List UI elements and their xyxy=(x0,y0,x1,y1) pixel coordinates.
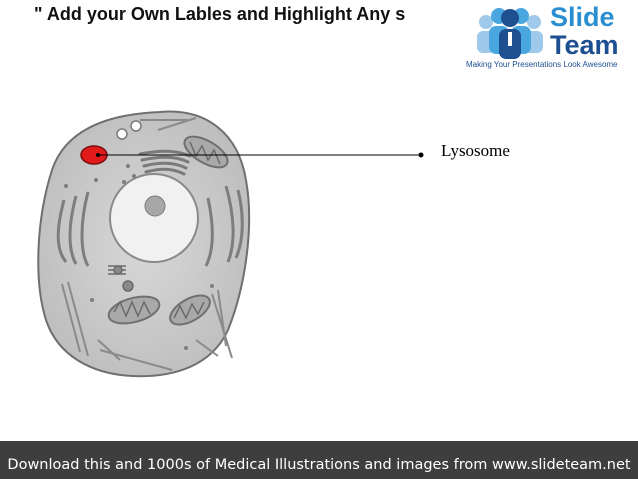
logo-tagline: Making Your Presentations Look Awesome xyxy=(466,60,618,69)
nucleus xyxy=(109,173,199,263)
people-icon xyxy=(477,8,543,59)
cytoskeleton-fibers xyxy=(61,117,233,371)
centrioles xyxy=(108,265,134,292)
slideteam-logo: Slide Team Making Your Presentations Loo… xyxy=(462,0,638,74)
footer-banner: Download this and 1000s of Medical Illus… xyxy=(0,441,638,479)
vesicles xyxy=(116,120,142,140)
footer-text: Download this and 1000s of Medical Illus… xyxy=(7,457,631,473)
animal-cell-diagram xyxy=(37,110,424,378)
ribosomes xyxy=(64,164,214,350)
mitochondria xyxy=(107,135,229,326)
endoplasmic-reticulum-right xyxy=(204,185,244,267)
slide-title: " Add your Own Lables and Highlight Any … xyxy=(34,4,406,24)
logo-word-team: Team xyxy=(550,30,619,60)
logo-word-slide: Slide xyxy=(550,2,615,32)
lysosome-label: Lysosome xyxy=(441,141,510,160)
endoplasmic-reticulum-left xyxy=(56,191,90,267)
callout-line xyxy=(98,152,424,158)
